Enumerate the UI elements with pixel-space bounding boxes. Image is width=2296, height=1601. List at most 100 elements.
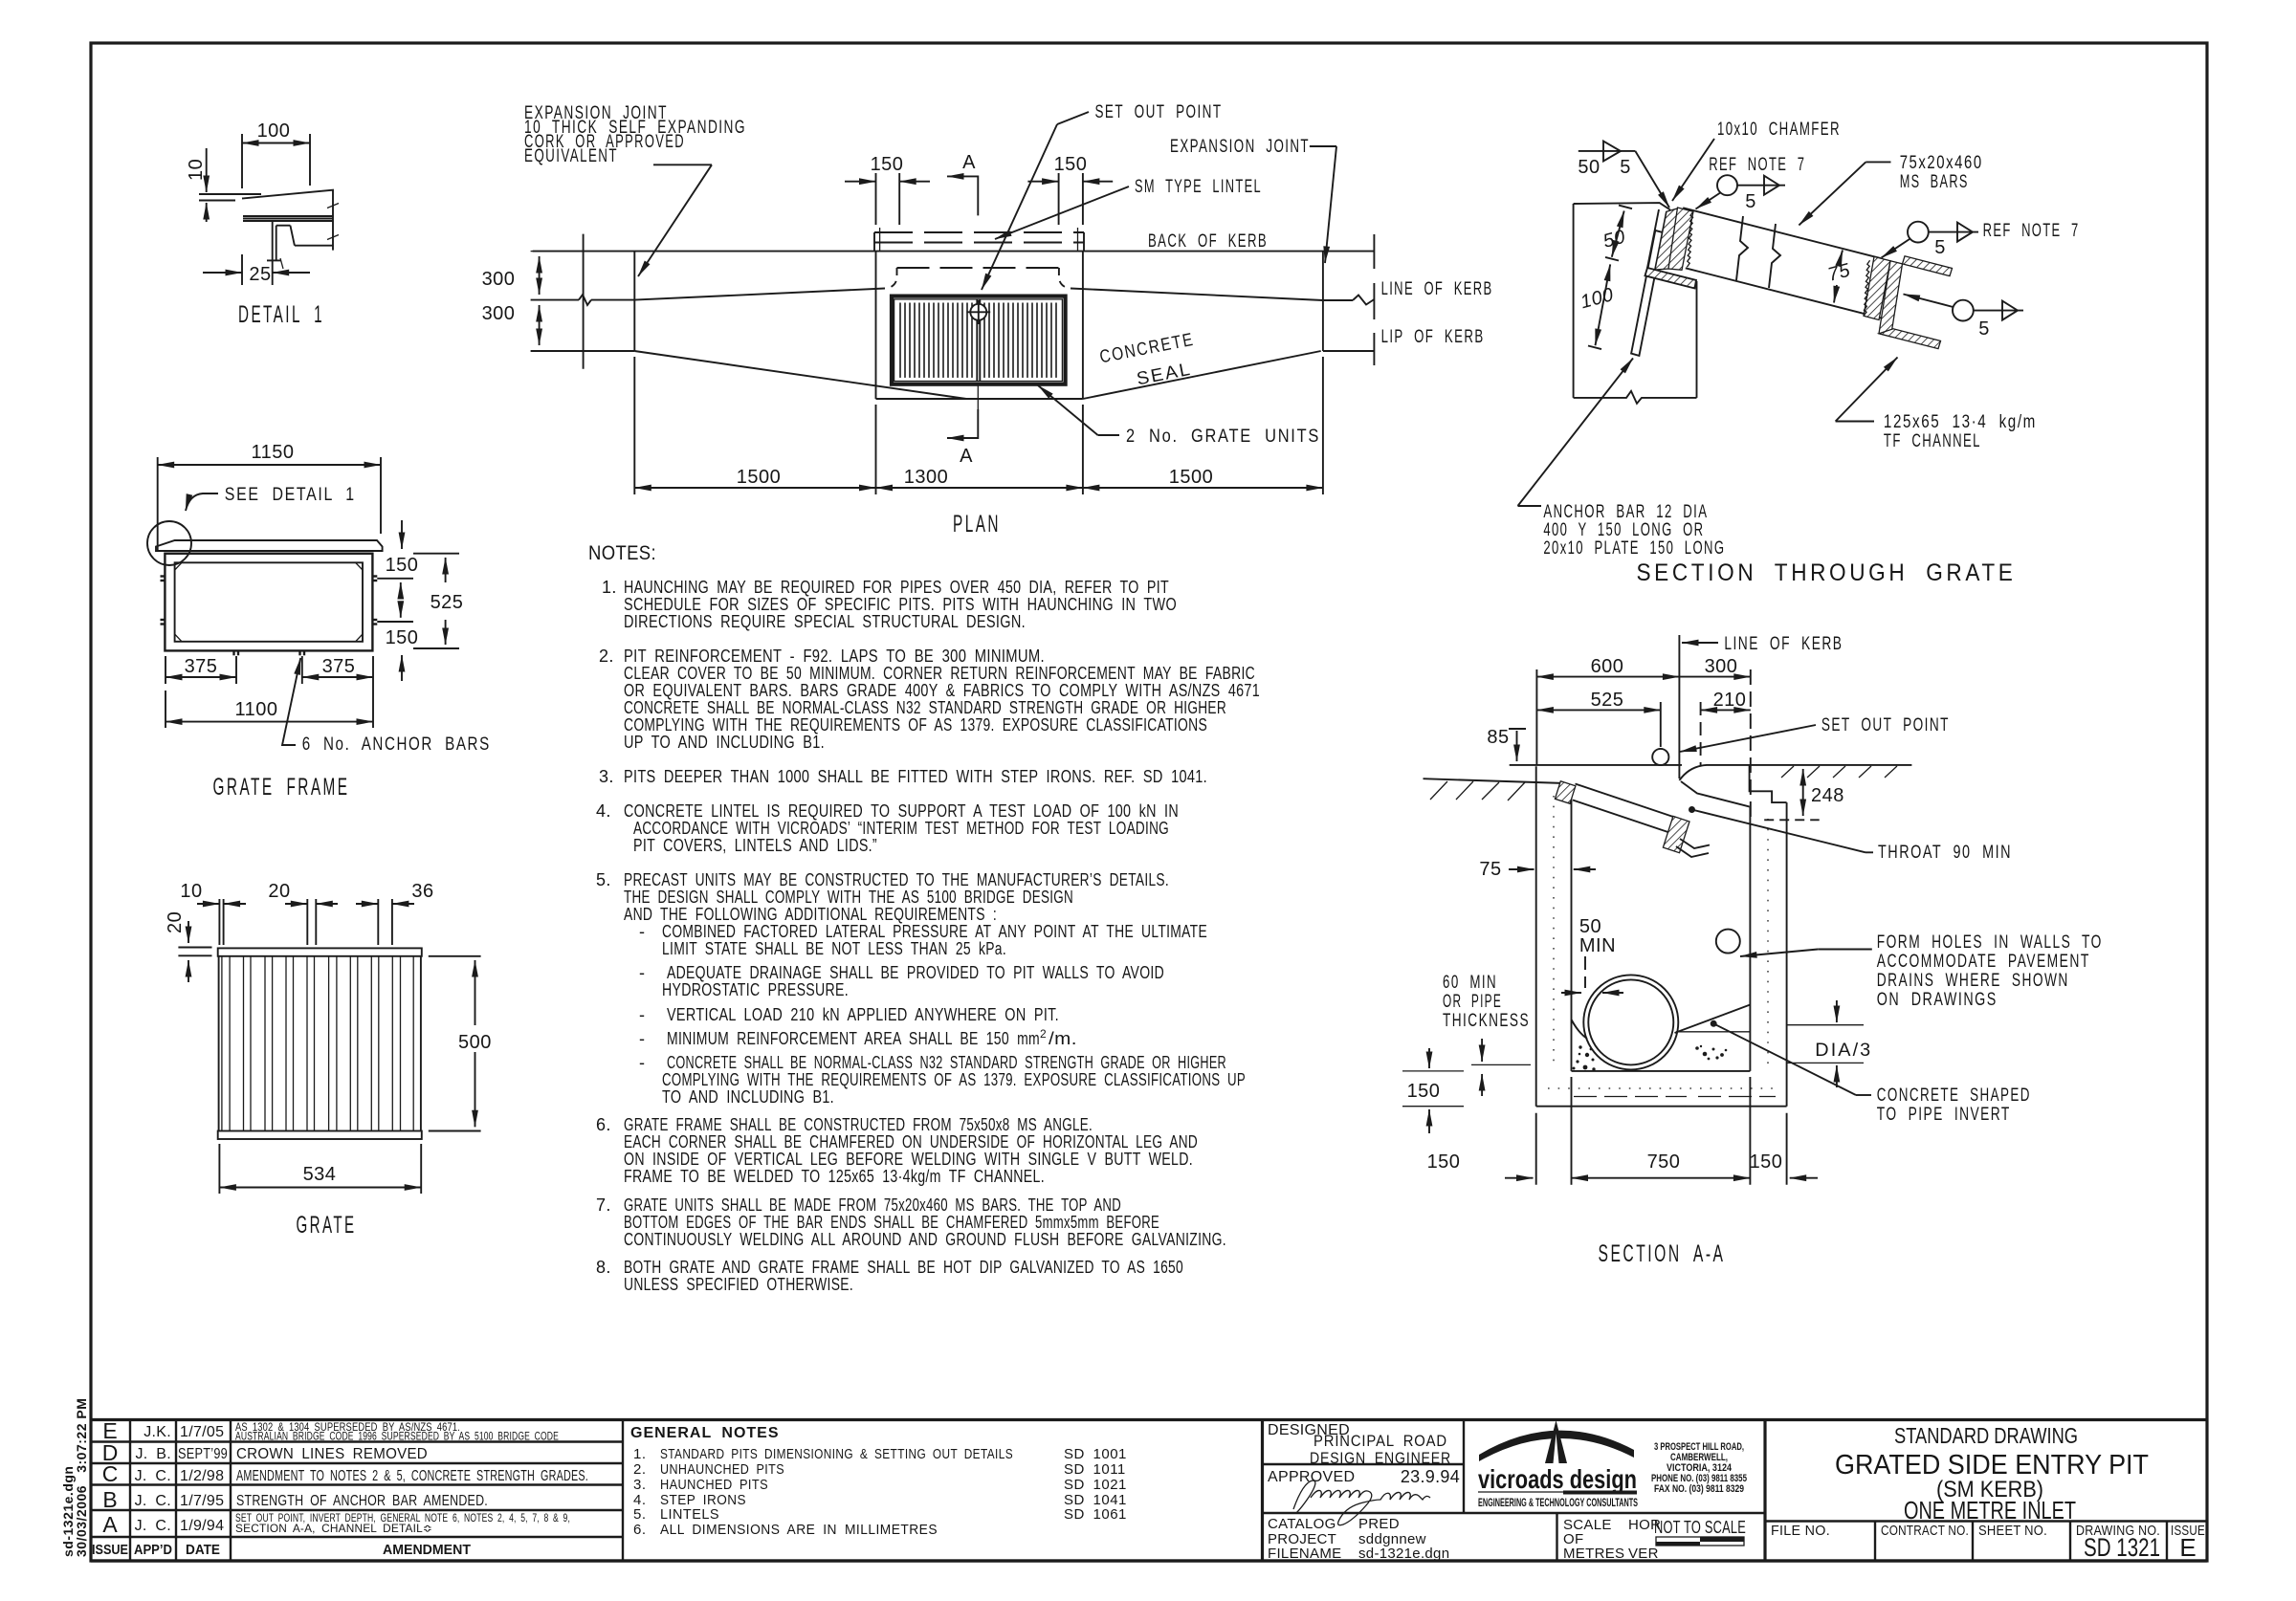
svg-text:3.: 3. xyxy=(633,1477,647,1493)
svg-text:BACK OF KERB: BACK OF KERB xyxy=(1148,231,1268,252)
svg-text:SD 1321: SD 1321 xyxy=(2084,1533,2160,1562)
svg-text:HAUNCHING MAY BE REQUIRED FOR: HAUNCHING MAY BE REQUIRED FOR PIPES OVER… xyxy=(624,578,1169,597)
svg-text:PIT COVERS, LINTELS AND LIDS.”: PIT COVERS, LINTELS AND LIDS.” xyxy=(633,836,877,855)
svg-text:SD 1061: SD 1061 xyxy=(1064,1506,1127,1523)
svg-text:sddgnnew: sddgnnew xyxy=(1358,1531,1426,1547)
svg-text:SECTION A-A: SECTION A-A xyxy=(1599,1240,1726,1267)
svg-text:COMPLYING WITH THE REQUIREMENT: COMPLYING WITH THE REQUIREMENTS OF AS 13… xyxy=(624,715,1207,735)
svg-text:VERTICAL LOAD 210 kN APPLIED A: VERTICAL LOAD 210 kN APPLIED ANYWHERE ON… xyxy=(667,1005,1059,1024)
svg-text:ON DRAWINGS: ON DRAWINGS xyxy=(1877,990,1998,1010)
svg-text:ENGINEERING & TECHNOLOGY CONSU: ENGINEERING & TECHNOLOGY CONSULTANTS xyxy=(1478,1496,1638,1509)
svg-text:SD 1001: SD 1001 xyxy=(1064,1446,1127,1462)
svg-text:20: 20 xyxy=(268,881,290,902)
svg-text:20: 20 xyxy=(165,911,186,933)
svg-text:SCHEDULE FOR SIZES OF SPECIFIC: SCHEDULE FOR SIZES OF SPECIFIC PITS. PIT… xyxy=(624,595,1177,614)
svg-text:J. C.: J. C. xyxy=(135,1468,171,1484)
svg-text:SET OUT POINT: SET OUT POINT xyxy=(1095,102,1223,122)
svg-text:210: 210 xyxy=(1713,690,1747,711)
svg-text:GRATE FRAME SHALL BE CONSTRUCT: GRATE FRAME SHALL BE CONSTRUCTED FROM 75… xyxy=(624,1115,1093,1134)
svg-text:AND THE FOLLOWING ADDITIONAL R: AND THE FOLLOWING ADDITIONAL REQUIREMENT… xyxy=(624,905,997,924)
svg-text:J. C.: J. C. xyxy=(135,1493,171,1509)
svg-text:SEPT’99: SEPT’99 xyxy=(178,1446,228,1462)
svg-text:OR EQUIVALENT BARS. BARS GRADE: OR EQUIVALENT BARS. BARS GRADE 400Y & FA… xyxy=(624,681,1260,700)
svg-text:AUSTRALIAN BRIDGE CODE 1996 SU: AUSTRALIAN BRIDGE CODE 1996 SUPERSEDED B… xyxy=(235,1430,559,1443)
svg-text:100: 100 xyxy=(257,121,291,142)
svg-text:HOR: HOR xyxy=(1628,1517,1661,1533)
svg-text:FAX NO. (03) 9811 8329: FAX NO. (03) 9811 8329 xyxy=(1654,1483,1744,1495)
svg-text:534: 534 xyxy=(303,1164,337,1185)
svg-text:525: 525 xyxy=(1591,690,1624,711)
svg-text:CONCRETE LINTEL IS REQUIRED TO: CONCRETE LINTEL IS REQUIRED TO SUPPORT A… xyxy=(624,801,1179,821)
svg-text:500: 500 xyxy=(458,1032,492,1053)
svg-text:LIP OF KERB: LIP OF KERB xyxy=(1381,327,1485,347)
svg-text:SEE DETAIL 1: SEE DETAIL 1 xyxy=(225,485,356,505)
svg-text:J. C.: J. C. xyxy=(135,1518,171,1534)
svg-text:600: 600 xyxy=(1591,656,1624,677)
svg-text:150: 150 xyxy=(871,154,904,175)
svg-text:10x10 CHAMFER: 10x10 CHAMFER xyxy=(1717,120,1841,140)
svg-text:PROJECT: PROJECT xyxy=(1268,1531,1336,1547)
svg-text:BOTH GRATE AND GRATE FRAME SHA: BOTH GRATE AND GRATE FRAME SHALL BE HOT … xyxy=(624,1258,1183,1277)
svg-text:5.: 5. xyxy=(633,1506,647,1523)
svg-text:GRATE: GRATE xyxy=(297,1212,357,1239)
svg-text:-: - xyxy=(639,1029,645,1048)
svg-text:FORM HOLES IN WALLS TO: FORM HOLES IN WALLS TO xyxy=(1877,932,2103,953)
svg-text:FILENAME: FILENAME xyxy=(1268,1546,1341,1562)
svg-text:J.K.: J.K. xyxy=(144,1424,171,1440)
svg-text:PITS DEEPER THAN 1000 SHALL BE: PITS DEEPER THAN 1000 SHALL BE FITTED WI… xyxy=(624,767,1207,786)
svg-text:APPROVED: APPROVED xyxy=(1268,1469,1355,1485)
svg-text:COMBINED FACTORED LATERAL PRES: COMBINED FACTORED LATERAL PRESSURE AT AN… xyxy=(662,922,1207,941)
svg-text:A: A xyxy=(962,152,976,173)
svg-text:8.: 8. xyxy=(596,1258,611,1277)
svg-text:METRES: METRES xyxy=(1563,1546,1624,1562)
svg-text:-: - xyxy=(639,1005,645,1024)
svg-text:60 MIN: 60 MIN xyxy=(1443,973,1497,993)
svg-text:7.: 7. xyxy=(596,1195,611,1215)
svg-text:REF NOTE 7: REF NOTE 7 xyxy=(1709,155,1805,175)
svg-text:HYDROSTATIC PRESSURE.: HYDROSTATIC PRESSURE. xyxy=(662,980,849,999)
svg-text:OR PIPE: OR PIPE xyxy=(1443,992,1502,1012)
svg-text:DRAINS WHERE SHOWN: DRAINS WHERE SHOWN xyxy=(1877,971,2069,991)
svg-text:75x20x460: 75x20x460 xyxy=(1900,153,1983,173)
svg-text:5.: 5. xyxy=(596,870,611,889)
svg-text:(SM KERB): (SM KERB) xyxy=(1936,1477,2043,1502)
svg-text:1500: 1500 xyxy=(1169,467,1214,488)
svg-text:UP TO AND INCLUDING B1.: UP TO AND INCLUDING B1. xyxy=(624,733,825,752)
svg-text:E: E xyxy=(102,1418,117,1443)
svg-text:TO AND INCLUDING B1.: TO AND INCLUDING B1. xyxy=(662,1087,834,1107)
svg-text:B: B xyxy=(102,1487,117,1512)
svg-text:REF NOTE 7: REF NOTE 7 xyxy=(1983,221,2080,241)
svg-text:6.: 6. xyxy=(633,1522,647,1538)
svg-text:150: 150 xyxy=(386,627,419,648)
svg-text:2.: 2. xyxy=(599,647,614,666)
svg-text:525: 525 xyxy=(430,592,464,613)
svg-text:DIRECTIONS REQUIRE SPECIAL STR: DIRECTIONS REQUIRE SPECIAL STRUCTURAL DE… xyxy=(624,612,1026,631)
svg-text:UNHAUNCHED PITS: UNHAUNCHED PITS xyxy=(660,1461,784,1478)
svg-text:10: 10 xyxy=(180,881,202,902)
svg-text:APP’D: APP’D xyxy=(134,1542,172,1558)
svg-text:SHEET NO.: SHEET NO. xyxy=(1978,1523,2047,1539)
svg-text:85: 85 xyxy=(1487,727,1509,748)
svg-text:EACH CORNER SHALL BE CHAMFERED: EACH CORNER SHALL BE CHAMFERED ON UNDERS… xyxy=(624,1132,1198,1151)
svg-text:150: 150 xyxy=(1427,1151,1461,1173)
svg-text:10 THICK SELF EXPANDING: 10 THICK SELF EXPANDING xyxy=(524,118,746,138)
svg-text:10: 10 xyxy=(186,159,207,181)
svg-text:/m.: /m. xyxy=(1049,1029,1077,1048)
svg-text:3 PROSPECT HILL ROAD,: 3 PROSPECT HILL ROAD, xyxy=(1654,1441,1744,1453)
svg-text:AS 1302 & 1304 SUPERSEDED BY A: AS 1302 & 1304 SUPERSEDED BY AS/NZS 4671… xyxy=(235,1420,460,1434)
svg-text:5: 5 xyxy=(1745,191,1756,212)
svg-text:5: 5 xyxy=(1934,237,1946,258)
svg-text:MS BARS: MS BARS xyxy=(1900,172,1969,192)
svg-text:ALL DIMENSIONS ARE IN MILLIMET: ALL DIMENSIONS ARE IN MILLIMETRES xyxy=(660,1522,938,1538)
svg-text:CONTRACT NO.: CONTRACT NO. xyxy=(1881,1523,1969,1539)
svg-text:750: 750 xyxy=(1647,1151,1681,1173)
svg-text:EXPANSION JOINT: EXPANSION JOINT xyxy=(524,103,668,123)
svg-text:CONCRETE SHAPED: CONCRETE SHAPED xyxy=(1877,1086,2031,1106)
svg-text:1.: 1. xyxy=(602,578,617,597)
svg-text:MIN: MIN xyxy=(1579,935,1616,956)
svg-text:A: A xyxy=(960,446,973,467)
svg-text:20x10 PLATE 150 LONG: 20x10 PLATE 150 LONG xyxy=(1543,538,1725,559)
svg-text:FILE NO.: FILE NO. xyxy=(1771,1523,1830,1539)
svg-text:36: 36 xyxy=(411,881,433,902)
svg-text:1/7/95: 1/7/95 xyxy=(180,1493,224,1509)
